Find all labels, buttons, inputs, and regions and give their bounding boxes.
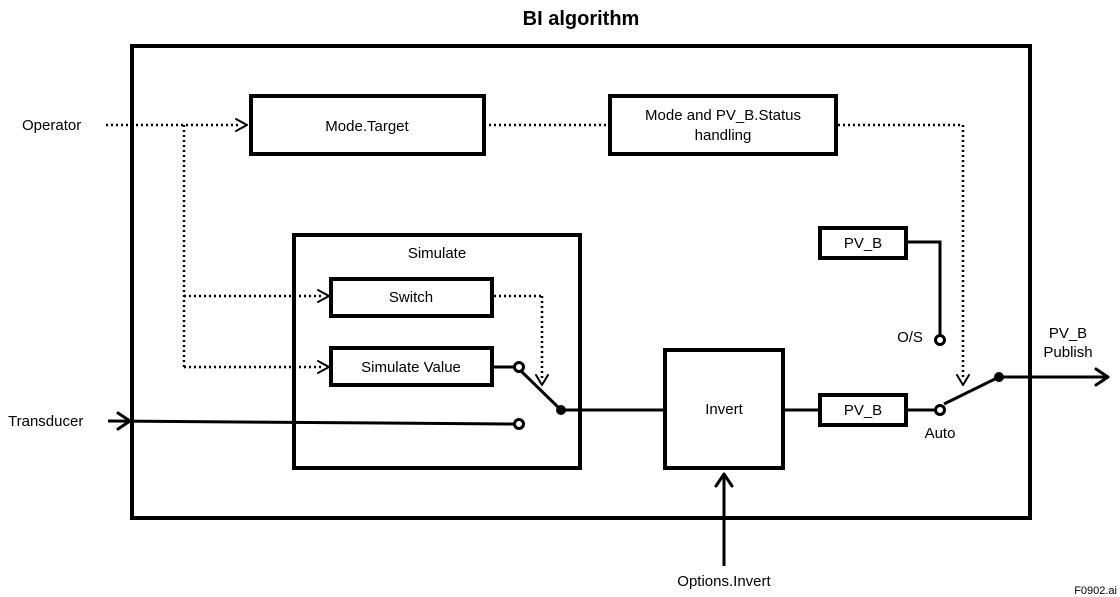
invert-label: Invert <box>705 401 743 418</box>
output-label-line1: PV_B <box>1049 325 1087 342</box>
simulate-value-terminal <box>513 361 525 373</box>
auto-terminal <box>934 404 946 416</box>
transducer-arrowhead <box>116 411 132 431</box>
bi-block-frame <box>130 44 1032 520</box>
operator-signal-lines <box>106 123 965 378</box>
simulate-group-box <box>292 233 582 470</box>
figure-id: F0902.ai <box>1074 585 1117 597</box>
pv-b-os-box <box>818 226 908 260</box>
transducer-label: Transducer <box>8 413 83 430</box>
simulate-group-label: Simulate <box>408 245 466 262</box>
pv-b-label: PV_B <box>844 402 882 419</box>
transducer-line <box>107 419 516 426</box>
arrowhead-simulate-switch <box>535 374 549 386</box>
mode-status-handling-box <box>608 94 838 156</box>
invert-box <box>663 348 785 470</box>
transducer-terminal <box>513 418 525 430</box>
mode-target-box <box>249 94 486 156</box>
pvb-to-os-line <box>907 240 942 336</box>
simulate-switch-blade <box>519 369 563 412</box>
operator-label: Operator <box>22 117 81 134</box>
os-terminal <box>934 334 946 346</box>
options-invert-label: Options.Invert <box>677 573 771 590</box>
switch-label: Switch <box>389 289 433 306</box>
mode-status-label-line1: Mode and PV_B.Status <box>645 107 801 124</box>
options-invert-arrowhead <box>714 472 734 488</box>
simulate-switch-common-node <box>556 405 566 415</box>
simulate-value-box <box>329 346 494 387</box>
pv-b-box <box>818 393 908 427</box>
auto-label: Auto <box>925 425 956 442</box>
mode-target-label: Mode.Target <box>325 118 409 135</box>
arrowhead-mode-target <box>235 118 248 132</box>
simulate-value-label: Simulate Value <box>361 359 461 376</box>
switch-box <box>329 277 494 318</box>
arrowhead-output-switch <box>956 374 970 386</box>
output-switch-common-node <box>994 372 1004 382</box>
mode-status-label-line2: handling <box>695 127 752 144</box>
pv-b-os-label: PV_B <box>844 235 882 252</box>
os-label: O/S <box>897 329 923 346</box>
output-label-line2: Publish <box>1043 344 1092 361</box>
output-switch-blade <box>943 375 1000 406</box>
output-arrowhead <box>1094 367 1110 387</box>
diagram-title: BI algorithm <box>523 8 640 30</box>
